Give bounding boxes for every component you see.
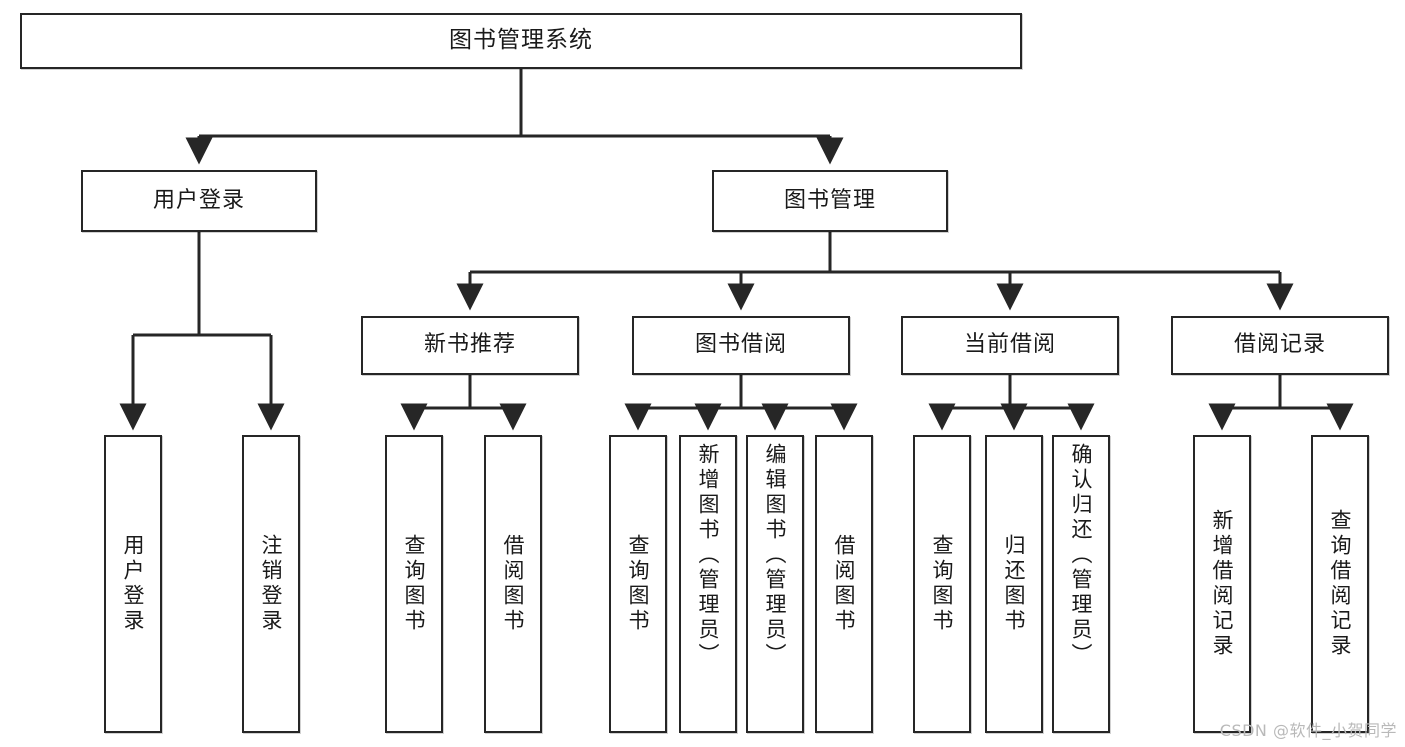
leaf-inner: 确认归还（管理员） [1054, 437, 1108, 731]
leaf-inner: 查询图书 [915, 437, 969, 731]
leaf-inner: 新增图书（管理员） [681, 437, 735, 731]
leaf-borrow-book-recommend-label: 借阅图书 [501, 534, 526, 634]
leaf-edit-book-admin[interactable]: 编辑图书（管理员） [746, 435, 804, 733]
leaf-return-book-label: 归还图书 [1002, 534, 1027, 634]
leaf-user-login-label: 用户登录 [121, 534, 146, 634]
node-book-borrow-label: 图书借阅 [694, 332, 787, 358]
leaf-query-book-current[interactable]: 查询图书 [913, 435, 971, 733]
leaf-query-book-recommend[interactable]: 查询图书 [385, 435, 443, 733]
leaf-query-book-recommend-label: 查询图书 [402, 534, 427, 634]
leaf-borrow-book-label: 借阅图书 [832, 534, 857, 634]
node-root-book-management-system[interactable]: 图书管理系统 [20, 13, 1022, 69]
leaf-inner: 借阅图书 [817, 437, 871, 731]
leaf-inner: 查询图书 [387, 437, 441, 731]
leaf-return-book[interactable]: 归还图书 [985, 435, 1043, 733]
leaf-inner: 查询图书 [611, 437, 665, 731]
node-new-book-recommend-label: 新书推荐 [423, 332, 516, 358]
leaf-inner: 新增借阅记录 [1195, 437, 1249, 731]
node-book-borrow[interactable]: 图书借阅 [632, 316, 850, 375]
leaf-logout-label: 注销登录 [259, 534, 284, 634]
leaf-inner: 注销登录 [244, 437, 298, 731]
leaf-edit-book-admin-label: 编辑图书（管理员） [763, 443, 788, 668]
node-current-borrow-label: 当前借阅 [963, 332, 1056, 358]
node-book-management[interactable]: 图书管理 [712, 170, 948, 232]
node-current-borrow[interactable]: 当前借阅 [901, 316, 1119, 375]
node-user-login[interactable]: 用户登录 [81, 170, 317, 232]
leaf-add-borrow-record-label: 新增借阅记录 [1210, 509, 1235, 659]
leaf-borrow-book-recommend[interactable]: 借阅图书 [484, 435, 542, 733]
node-user-login-label: 用户登录 [152, 187, 245, 213]
leaf-inner: 查询借阅记录 [1313, 437, 1367, 731]
leaf-inner: 归还图书 [987, 437, 1041, 731]
connector-lines [119, 69, 1354, 431]
leaf-query-book-borrow-label: 查询图书 [626, 534, 651, 634]
leaf-query-borrow-record[interactable]: 查询借阅记录 [1311, 435, 1369, 733]
leaf-logout[interactable]: 注销登录 [242, 435, 300, 733]
leaf-inner: 借阅图书 [486, 437, 540, 731]
leaf-inner: 编辑图书（管理员） [748, 437, 802, 731]
node-borrow-record[interactable]: 借阅记录 [1171, 316, 1389, 375]
leaf-query-book-current-label: 查询图书 [930, 534, 955, 634]
node-root-label: 图书管理系统 [449, 27, 593, 54]
node-new-book-recommend[interactable]: 新书推荐 [361, 316, 579, 375]
leaf-add-book-admin[interactable]: 新增图书（管理员） [679, 435, 737, 733]
leaf-inner: 用户登录 [106, 437, 160, 731]
leaf-user-login[interactable]: 用户登录 [104, 435, 162, 733]
leaf-borrow-book[interactable]: 借阅图书 [815, 435, 873, 733]
leaf-add-borrow-record[interactable]: 新增借阅记录 [1193, 435, 1251, 733]
node-book-management-label: 图书管理 [783, 187, 876, 213]
leaf-confirm-return-admin[interactable]: 确认归还（管理员） [1052, 435, 1110, 733]
leaf-add-book-admin-label: 新增图书（管理员） [696, 443, 721, 668]
leaf-query-borrow-record-label: 查询借阅记录 [1328, 509, 1353, 659]
leaf-query-book-borrow[interactable]: 查询图书 [609, 435, 667, 733]
node-borrow-record-label: 借阅记录 [1233, 332, 1326, 358]
leaf-confirm-return-admin-label: 确认归还（管理员） [1069, 443, 1094, 668]
